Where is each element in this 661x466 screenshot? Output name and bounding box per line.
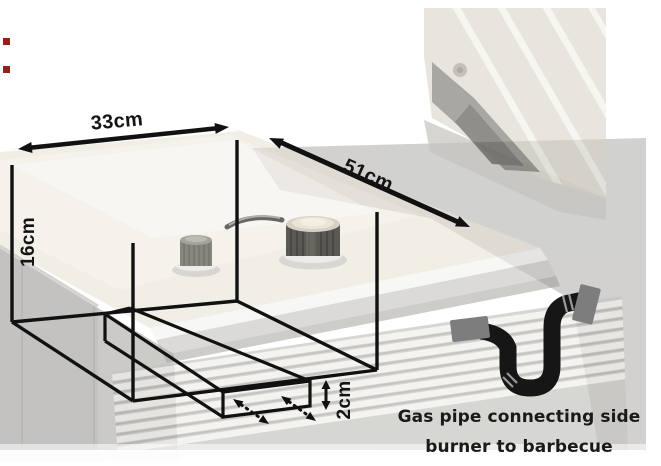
dimension-label-width: 33cm [89,108,144,135]
barbecue-body [252,120,646,456]
box-top-face-highlight [12,140,377,238]
dimension-label-height: 16cm [18,217,39,267]
channel-height-arrow [321,380,331,410]
barbecue-lid [424,8,606,198]
width-arrow [18,123,229,153]
dimension-label-channel-height: 2cm [334,380,355,420]
photo-right-margin [648,0,661,466]
wireframe-box [10,140,379,403]
gas-pipe-icon [450,284,601,397]
pipe-fitting-left [450,315,490,343]
gas-pipe-caption-line2: burner to barbecue [425,436,613,457]
pipe-tick-marks [502,293,575,388]
photo-bottom-fade [0,450,661,466]
dotted-direction-arrows [233,396,316,424]
depth-arrow [269,138,470,227]
gas-pipe-caption-line1: Gas pipe connecting side [397,407,641,427]
burner-knobs [172,215,347,277]
pipe-fitting-right [572,284,601,325]
wireframe-channel [103,306,312,419]
side-table [0,128,560,363]
red-marker-bottom [3,66,10,73]
red-marker-top [3,38,10,45]
gas-pipe-caption: Gas pipe connecting side burner to barbe… [380,403,658,463]
